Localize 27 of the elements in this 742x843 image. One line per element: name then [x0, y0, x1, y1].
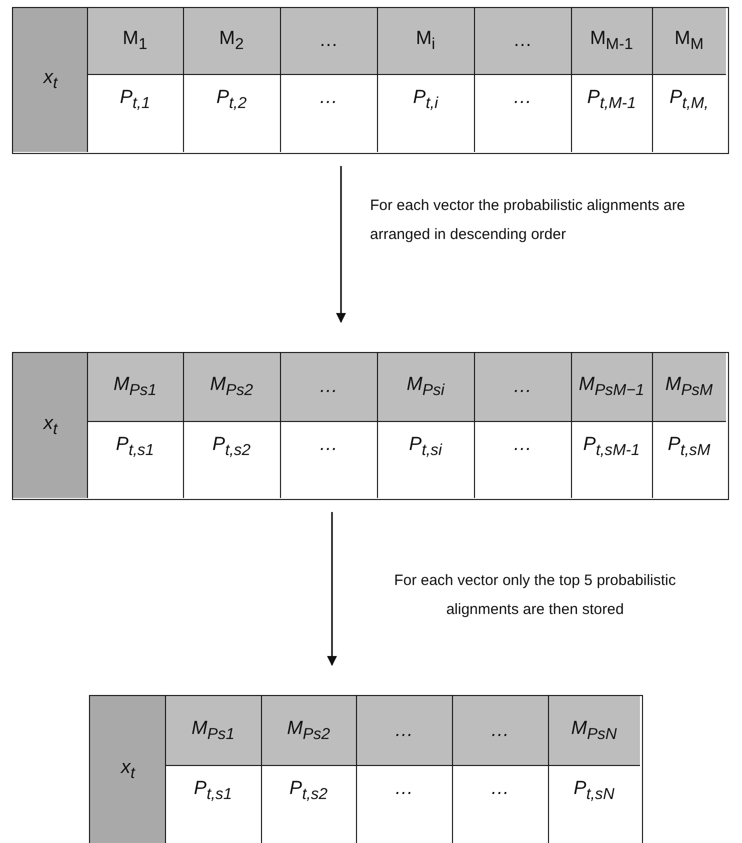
- column-header-cell: M$_{Psi}$: [376, 353, 474, 422]
- column-header-cell: M$_{PsM−1}$: [570, 353, 652, 422]
- column-header-cell: M$_{M-1}$: [570, 8, 652, 75]
- data-table: [12, 352, 729, 500]
- data-table: [89, 695, 643, 843]
- row-header-cell: x$_{t}$: [13, 353, 88, 498]
- data-table: [12, 7, 729, 154]
- column-header-cell: …: [474, 353, 570, 422]
- column-header-cell: …: [280, 353, 376, 422]
- column-header-cell: …: [356, 696, 452, 766]
- column-header-cell: M$_{i}$: [376, 8, 474, 75]
- column-header-cell: M$_{1}$: [86, 8, 182, 75]
- column-header-cell: M$_{PsM}$: [652, 353, 726, 422]
- column-header-cell: M$_{2}$: [182, 8, 280, 75]
- column-header-cell: M$_{M}$: [652, 8, 726, 75]
- arrow: [336, 166, 346, 323]
- column-header-cell: M$_{Ps1}$: [86, 353, 182, 422]
- row-header-cell: x$_{t}$: [90, 696, 166, 843]
- column-header-cell: M$_{PsN}$: [548, 696, 640, 766]
- column-header-cell: M$_{Ps1}$: [164, 696, 260, 766]
- column-header-cell: M$_{Ps2}$: [260, 696, 356, 766]
- column-header-cell: M$_{Ps2}$: [182, 353, 280, 422]
- column-header-cell: …: [280, 8, 376, 75]
- arrow: [327, 512, 337, 666]
- column-header-cell: …: [452, 696, 548, 766]
- row-header-cell: x$_{t}$: [13, 8, 88, 152]
- column-header-cell: …: [474, 8, 570, 75]
